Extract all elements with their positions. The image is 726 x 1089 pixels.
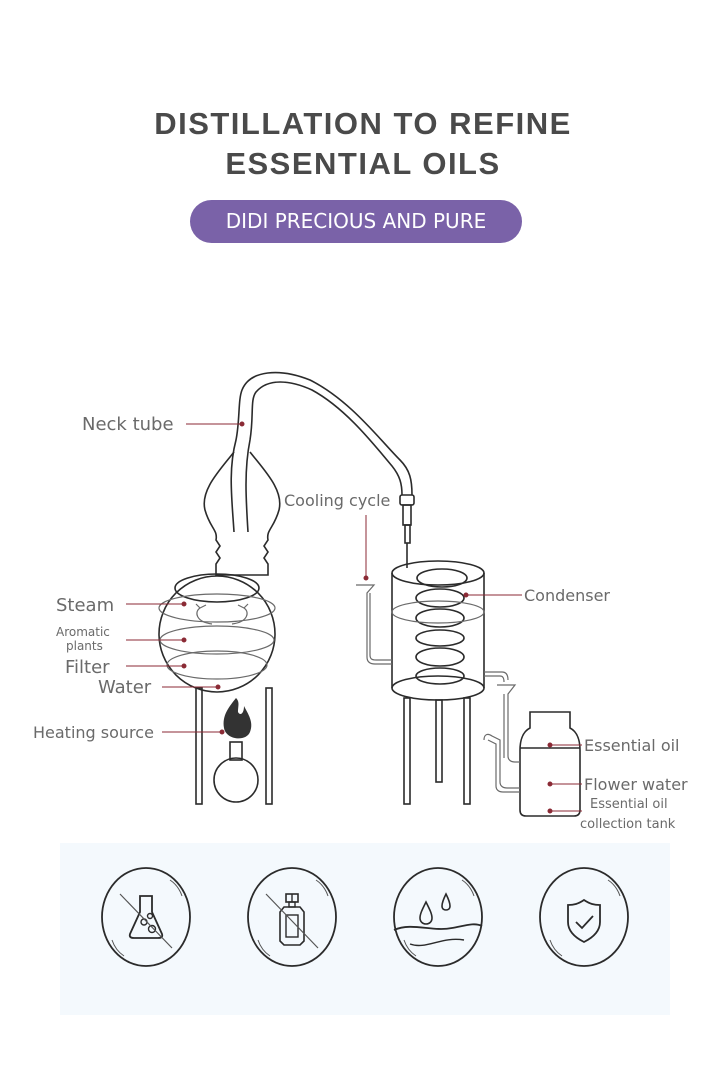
title-line-1: DISTILLATION TO REFINE [154, 106, 572, 141]
label-essential-oil: Essential oil [584, 736, 680, 755]
label-flower-water: Flower water [584, 775, 688, 794]
label-cooling-cycle: Cooling cycle [284, 491, 390, 510]
label-condenser: Condenser [524, 586, 610, 605]
label-filter: Filter [65, 657, 110, 678]
features-panel [60, 843, 670, 1015]
distillation-diagram: Neck tube Cooling cycle Condenser Steam … [33, 371, 688, 832]
label-water: Water [98, 677, 152, 698]
label-neck-tube: Neck tube [82, 414, 174, 435]
label-steam: Steam [56, 595, 114, 616]
label-aromatic-plants-1: Aromatic [56, 625, 110, 639]
no-fragrance-icon [247, 867, 337, 967]
title-line-2: ESSENTIAL OILS [225, 146, 501, 181]
label-collection-tank-1: Essential oil [590, 797, 668, 812]
label-collection-tank-2: collection tank [580, 817, 676, 832]
no-chemicals-icon [101, 867, 191, 967]
page-title: DISTILLATION TO REFINE ESSENTIAL OILS [0, 104, 726, 184]
label-heating-source: Heating source [33, 723, 154, 742]
label-aromatic-plants-2: plants [66, 639, 103, 653]
subtitle-badge: DIDI PRECIOUS AND PURE [190, 200, 522, 243]
shield-check-icon [539, 867, 629, 967]
water-drops-icon [393, 867, 483, 967]
